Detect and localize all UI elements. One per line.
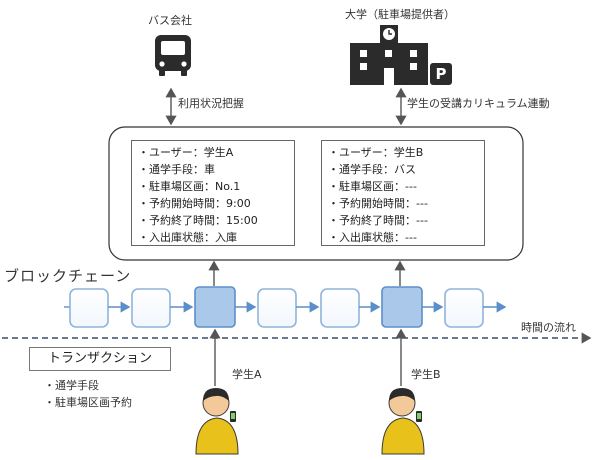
university-label: 大学（駐車場提供者） [345, 8, 455, 21]
blockchain-row [64, 286, 507, 328]
bus-company-label: バス会社 [148, 14, 192, 27]
time-flow-label: 時間の流れ [521, 321, 576, 334]
record-line: ・入出庫状態：入庫 [138, 231, 237, 244]
record-line: ・駐車場区画：--- [328, 180, 417, 193]
block-student-b [381, 286, 423, 328]
record-line: ・入出庫状態：--- [328, 231, 417, 244]
record-line: ・ユーザー：学生B [328, 146, 424, 159]
blockchain-title: ブロックチェーン [4, 267, 132, 285]
transaction-box: トランザクション [29, 347, 171, 371]
student-a-figure [195, 388, 239, 455]
student-a-label: 学生A [232, 368, 262, 381]
record-line: ・予約終了時間：15:00 [138, 214, 258, 227]
student-b-label: 学生B [411, 368, 441, 381]
building-parking-icon [350, 25, 452, 85]
block [131, 288, 171, 328]
record-line: ・予約開始時間：--- [328, 197, 428, 210]
bus-icon [155, 35, 191, 76]
block [320, 288, 360, 328]
bus-link-label: 利用状況把握 [178, 97, 244, 110]
record-line: ・通学手段：車 [138, 163, 215, 176]
record-card-student-b: ・ユーザー：学生B ・通学手段：バス ・駐車場区画：--- ・予約開始時間：--… [321, 140, 485, 246]
transaction-item: ・通学手段 [44, 379, 99, 392]
record-line: ・通学手段：バス [328, 163, 416, 176]
block [257, 288, 297, 328]
student-b-figure [381, 388, 425, 455]
record-line: ・予約終了時間：--- [328, 214, 428, 227]
transaction-item: ・駐車場区画予約 [44, 396, 132, 409]
record-line: ・予約開始時間：9:00 [138, 197, 251, 210]
record-line: ・ユーザー：学生A [138, 146, 234, 159]
record-line: ・駐車場区画：No.1 [138, 180, 241, 193]
university-link-label: 学生の受講カリキュラム連動 [407, 97, 550, 110]
block [69, 288, 109, 328]
parking-sign: P [435, 65, 447, 83]
record-card-student-a: ・ユーザー：学生A ・通学手段：車 ・駐車場区画：No.1 ・予約開始時間：9:… [131, 140, 295, 246]
block-student-a [194, 286, 236, 328]
block [444, 288, 484, 328]
